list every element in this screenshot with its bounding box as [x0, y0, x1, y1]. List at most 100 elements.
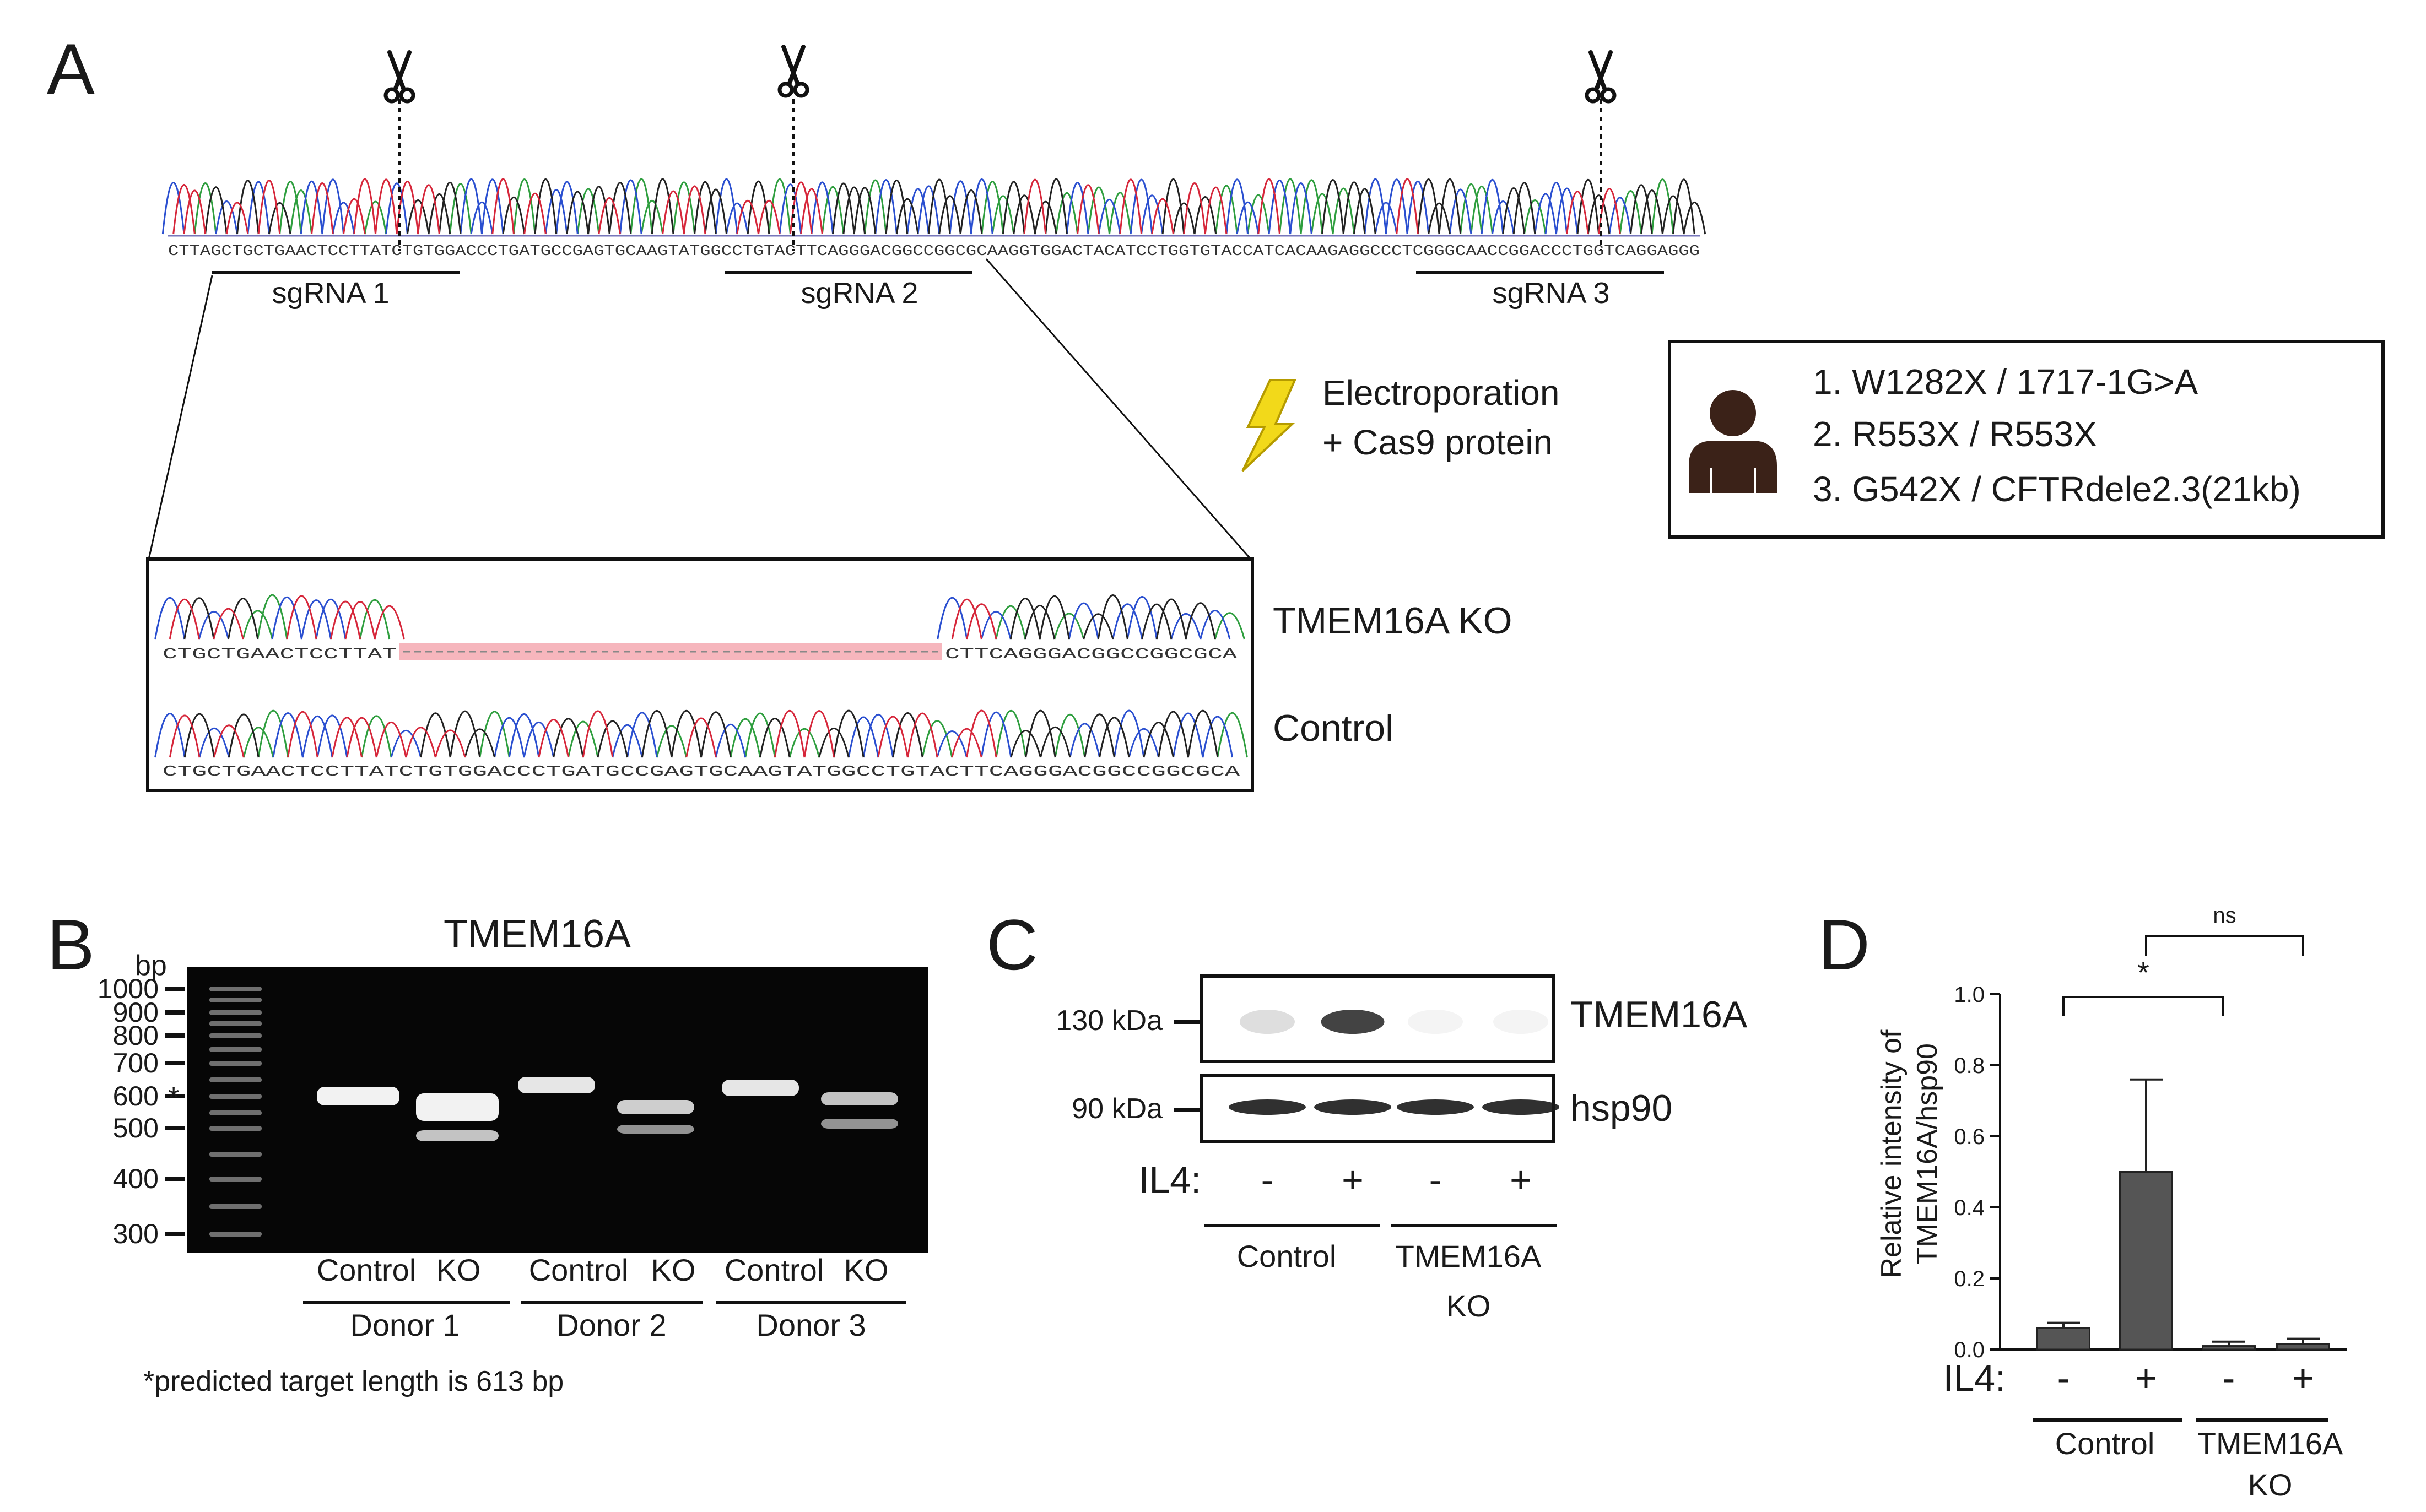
gel-band: [821, 1092, 898, 1105]
bp-unit-label: bp: [135, 950, 167, 982]
ko-left-trace-c: [154, 597, 347, 640]
y-tick-label: 0.6: [1954, 1125, 1985, 1149]
chart-il4-value: +: [2135, 1357, 2157, 1399]
control-label: Control: [1273, 707, 1393, 749]
western-blot-bands: [1229, 1010, 1559, 1115]
hsp90-band: [1314, 1099, 1391, 1115]
sequence-inset-box: [146, 557, 1254, 792]
ko-right-trace-g: [1009, 594, 1216, 640]
zoom-line-left: [148, 275, 213, 560]
gel-bands: [209, 987, 898, 1237]
sgrna-2-label: sgRNA 2: [801, 277, 918, 310]
ladder-band: [209, 1177, 262, 1182]
tmem16a-band: [1321, 1010, 1385, 1034]
main-chromatogram-trace-g: [204, 178, 1706, 235]
control-trace-g: [183, 709, 1219, 758]
protein-tmem16a-label: TMEM16A: [1570, 994, 1748, 1036]
lane-label: KO: [844, 1253, 889, 1287]
ko-right-trace-t: [951, 599, 997, 640]
lane-label: Control: [529, 1253, 629, 1287]
gel-band: [518, 1077, 595, 1093]
gel-band: [416, 1093, 499, 1121]
y-tick-label: 0.0: [1954, 1338, 1985, 1362]
lane-label: Control: [317, 1253, 417, 1287]
ko-left-trace-a: [242, 594, 391, 640]
bar: [2119, 1171, 2173, 1351]
lane-label: Control: [725, 1253, 824, 1287]
gel-band: [722, 1080, 799, 1096]
ladder-band: [209, 1232, 262, 1237]
chart-group-ko: KO: [2248, 1467, 2293, 1502]
main-chromatogram-trace-t: [172, 178, 1621, 235]
bar: [2036, 1327, 2090, 1351]
ladder-size-label: 300: [113, 1218, 159, 1249]
chart-ylabel-line1: Relative intensity of: [1876, 1029, 1908, 1278]
control-chromatogram: [154, 709, 1248, 758]
significance-star-label: *: [2137, 955, 2149, 990]
agarose-gel-image: [187, 967, 928, 1253]
ladder-band: [209, 1152, 262, 1157]
ladder-size-label: 600: [113, 1081, 159, 1112]
patient-2-genotype: 2. R553X / R553X: [1813, 414, 2097, 454]
ladder-band: [209, 1047, 262, 1052]
donor-2-label: Donor 2: [556, 1308, 666, 1342]
patient-3-genotype: 3. G542X / CFTRdele2.3(21kb): [1813, 469, 2301, 509]
blot-group-ko: KO: [1446, 1288, 1491, 1323]
ladder-size-label: 700: [113, 1048, 159, 1079]
ko-right-trace-a: [995, 605, 1245, 640]
ladder-band: [209, 1061, 262, 1066]
ladder-size-label: 900: [113, 997, 159, 1028]
ladder-band: [209, 1094, 262, 1099]
ko-left-trace-g: [183, 597, 259, 640]
marker-130-label: 130 kDa: [1056, 1005, 1163, 1037]
main-chromatogram-trace-a: [193, 178, 1674, 235]
ko-chromatogram-right: [937, 594, 1245, 640]
ladder-band: [209, 1033, 262, 1038]
lane-label: KO: [651, 1253, 696, 1287]
ladder-band: [209, 1126, 262, 1131]
ko-sequence-left: CTGCTGAACTCCTTAT: [163, 647, 397, 663]
significance-ns-label: ns: [2213, 903, 2236, 928]
control-sequence: CTGCTGAACTCCTTATCTGTGGACCCTGATGCCGAGTGCA…: [163, 764, 1240, 781]
ladder-size-label: 500: [113, 1113, 159, 1144]
chart-il4-value: +: [2292, 1357, 2314, 1399]
bar: [2276, 1343, 2330, 1351]
gel-band: [821, 1119, 898, 1129]
ko-chromatogram-left: [154, 594, 405, 640]
hsp90-band: [1229, 1099, 1306, 1115]
tmem16a-ko-label: TMEM16A KO: [1273, 600, 1512, 642]
sgrna-3-label: sgRNA 3: [1492, 277, 1609, 310]
y-tick-label: 0.8: [1954, 1054, 1985, 1078]
tmem16a-band: [1408, 1010, 1463, 1034]
ladder-band: [209, 1021, 262, 1026]
bar: [2202, 1345, 2256, 1351]
electroporation-label: Electroporation: [1322, 373, 1559, 413]
ladder-band: [209, 987, 262, 991]
blot-group-control: Control: [1237, 1239, 1337, 1273]
sgrna-1-label: sgRNA 1: [272, 277, 389, 310]
blot-group-tmem16a: TMEM16A: [1396, 1239, 1542, 1273]
scissors-icon: [1587, 52, 1614, 101]
chart-group-tmem16a: TMEM16A: [2197, 1426, 2343, 1461]
protein-hsp90-label: hsp90: [1570, 1087, 1672, 1129]
blot-il4-3: -: [1429, 1159, 1442, 1201]
donor-1-label: Donor 1: [350, 1308, 460, 1342]
control-trace-t: [169, 709, 997, 758]
ladder-band: [209, 1110, 262, 1115]
panel-label-a: A: [47, 29, 95, 109]
y-tick-label: 0.4: [1954, 1196, 1985, 1220]
zoom-line-right: [985, 258, 1252, 560]
gel-band: [416, 1130, 499, 1141]
ladder-band: [209, 1204, 262, 1209]
person-icon: [1689, 390, 1777, 493]
predicted-size-star: *: [168, 1082, 179, 1114]
patient-genotype-box: [1668, 340, 2385, 539]
ko-sequence-right: CTTCAGGGACGGCCGGCGCA: [945, 647, 1238, 663]
ladder-band: [209, 1010, 262, 1015]
lightning-icon: [1241, 379, 1297, 472]
gel-title: TMEM16A: [444, 912, 631, 956]
intensity-bar-chart: 0.00.20.40.60.81.0-+-+*ns: [1954, 903, 2347, 1399]
ko-right-trace-c: [937, 595, 1231, 640]
scissors-icon: [780, 47, 807, 96]
